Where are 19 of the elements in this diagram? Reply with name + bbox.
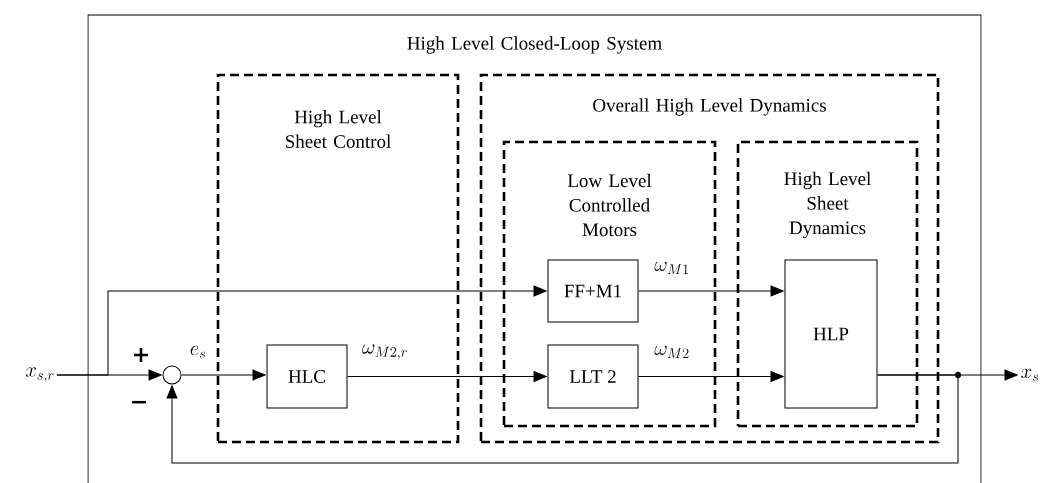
arrow — [56, 285, 547, 376]
edge-label: $\omega_{M2,r}$ — [361, 343, 409, 361]
edge-label: $\omega_{M1}$ — [653, 261, 691, 275]
signal-label: $x_{s,r}$ — [25, 367, 54, 383]
arrow — [638, 371, 784, 382]
arrow — [181, 369, 266, 381]
process-box: HLP — [784, 259, 878, 409]
summing-junction — [162, 365, 182, 385]
process-box: HLC — [266, 344, 348, 409]
edge-label: $e_s$ — [188, 345, 208, 360]
process-box: FF+M1 — [547, 259, 639, 323]
arrow — [347, 371, 547, 382]
arrow — [166, 374, 959, 464]
sign-label: − — [132, 400, 146, 404]
edge-label: $\omega_{M2}$ — [653, 345, 691, 360]
sign-label: + — [134, 348, 148, 362]
signal-label: $x_s$ — [1021, 368, 1039, 382]
process-box: LLT 2 — [547, 344, 639, 409]
arrow — [638, 285, 784, 297]
